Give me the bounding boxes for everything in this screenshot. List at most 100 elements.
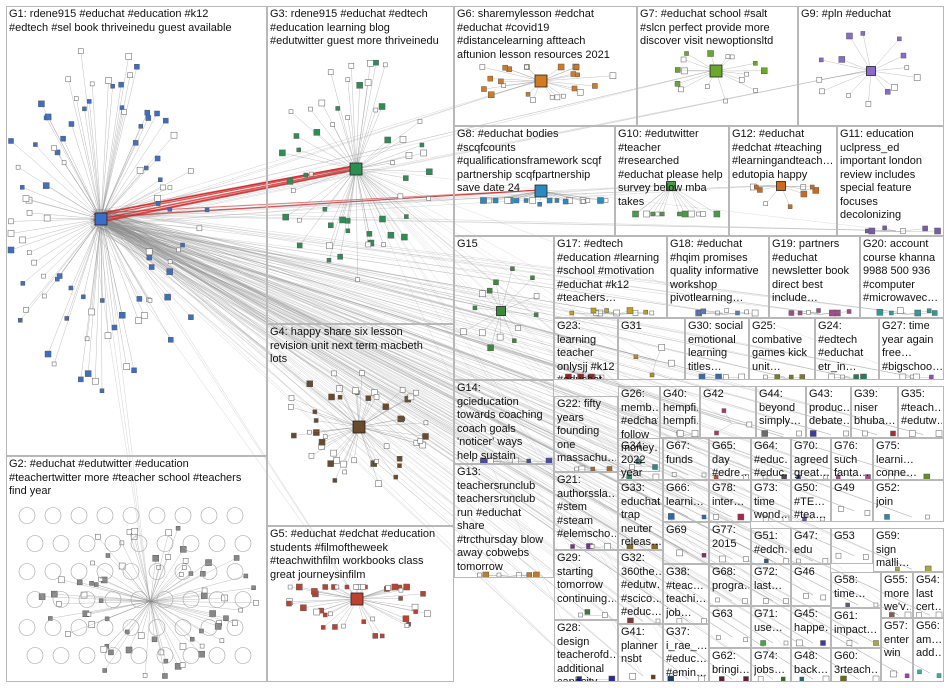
node-icon[interactable]: [578, 465, 586, 471]
node-icon[interactable]: [924, 565, 932, 571]
node-icon[interactable]: [929, 374, 934, 379]
node-icon[interactable]: [822, 675, 830, 681]
node-icon[interactable]: [753, 88, 758, 93]
node-icon[interactable]: [698, 675, 706, 681]
node-icon[interactable]: [322, 612, 328, 618]
node-icon[interactable]: [860, 373, 867, 379]
node-icon[interactable]: [348, 62, 355, 69]
node-icon[interactable]: [118, 81, 124, 88]
node-icon[interactable]: [479, 290, 486, 298]
node-icon[interactable]: [838, 56, 846, 63]
node-icon[interactable]: [105, 77, 112, 84]
node-icon[interactable]: [668, 513, 675, 520]
node-icon[interactable]: [359, 370, 365, 376]
node-icon[interactable]: [286, 178, 294, 185]
node-icon[interactable]: [38, 100, 45, 108]
node-icon[interactable]: [713, 514, 719, 520]
node-icon[interactable]: [179, 643, 187, 650]
node-icon[interactable]: [700, 211, 706, 217]
node-icon[interactable]: [382, 403, 390, 411]
node-icon[interactable]: [8, 218, 14, 225]
node-icon[interactable]: [876, 309, 884, 316]
node-icon[interactable]: [145, 248, 153, 256]
node-icon[interactable]: [744, 71, 749, 77]
node-icon[interactable]: [584, 609, 591, 615]
node-icon[interactable]: [306, 380, 313, 388]
node-icon[interactable]: [154, 110, 160, 117]
node-icon[interactable]: [492, 197, 499, 204]
node-icon[interactable]: [407, 393, 415, 401]
node-icon[interactable]: [479, 64, 486, 70]
node-icon[interactable]: [243, 573, 249, 579]
node-icon[interactable]: [170, 131, 178, 139]
node-icon[interactable]: [20, 185, 25, 190]
node-icon[interactable]: [512, 338, 517, 343]
node-icon[interactable]: [897, 36, 902, 42]
node-icon[interactable]: [715, 597, 720, 603]
node-icon[interactable]: [525, 92, 531, 97]
node-icon[interactable]: [799, 676, 805, 681]
node-icon[interactable]: [557, 63, 565, 71]
node-icon[interactable]: [632, 210, 639, 218]
node-icon[interactable]: [384, 136, 391, 144]
node-icon[interactable]: [806, 309, 811, 315]
node-icon[interactable]: [835, 474, 841, 479]
node-icon[interactable]: [111, 324, 118, 331]
node-icon[interactable]: [626, 543, 634, 549]
node-icon[interactable]: [688, 210, 695, 218]
node-icon[interactable]: [78, 48, 84, 54]
node-icon[interactable]: [668, 359, 675, 367]
node-icon[interactable]: [716, 635, 721, 640]
node-icon[interactable]: [88, 308, 95, 316]
node-icon[interactable]: [913, 373, 920, 379]
node-icon[interactable]: [7, 246, 15, 254]
node-icon[interactable]: [788, 374, 794, 379]
node-icon[interactable]: [917, 669, 922, 675]
node-icon[interactable]: [198, 650, 205, 658]
node-icon[interactable]: [713, 474, 719, 479]
node-icon[interactable]: [313, 429, 320, 436]
node-icon[interactable]: [715, 373, 722, 379]
node-icon[interactable]: [154, 195, 161, 202]
node-icon[interactable]: [345, 77, 351, 82]
node-icon[interactable]: [700, 308, 707, 315]
node-icon[interactable]: [763, 374, 768, 379]
node-icon[interactable]: [675, 67, 681, 73]
node-icon[interactable]: [337, 395, 343, 400]
node-icon[interactable]: [308, 106, 313, 112]
node-icon[interactable]: [936, 673, 942, 678]
node-icon[interactable]: [54, 149, 61, 156]
node-icon[interactable]: [312, 409, 318, 415]
node-icon[interactable]: [89, 581, 94, 586]
node-icon[interactable]: [753, 61, 758, 66]
node-icon[interactable]: [578, 612, 583, 618]
node-icon[interactable]: [81, 294, 86, 300]
node-icon[interactable]: [862, 554, 869, 560]
node-icon[interactable]: [796, 639, 803, 647]
node-icon[interactable]: [84, 370, 92, 377]
hub-node-icon[interactable]: [350, 592, 364, 606]
node-icon[interactable]: [399, 387, 406, 393]
node-icon[interactable]: [411, 603, 419, 611]
node-icon[interactable]: [337, 254, 343, 260]
node-icon[interactable]: [545, 457, 553, 463]
node-icon[interactable]: [609, 72, 617, 80]
node-icon[interactable]: [487, 344, 494, 351]
node-icon[interactable]: [121, 109, 127, 115]
node-icon[interactable]: [168, 337, 174, 343]
node-icon[interactable]: [760, 640, 766, 646]
node-icon[interactable]: [862, 430, 868, 437]
node-icon[interactable]: [608, 675, 616, 681]
node-icon[interactable]: [676, 430, 684, 437]
node-icon[interactable]: [487, 75, 494, 82]
node-icon[interactable]: [923, 473, 931, 479]
node-icon[interactable]: [108, 649, 114, 656]
node-icon[interactable]: [873, 640, 879, 646]
node-icon[interactable]: [56, 601, 62, 607]
node-icon[interactable]: [627, 617, 634, 623]
node-icon[interactable]: [783, 640, 789, 646]
node-icon[interactable]: [151, 636, 158, 643]
node-icon[interactable]: [660, 211, 665, 217]
node-icon[interactable]: [282, 213, 289, 221]
node-icon[interactable]: [308, 453, 315, 459]
